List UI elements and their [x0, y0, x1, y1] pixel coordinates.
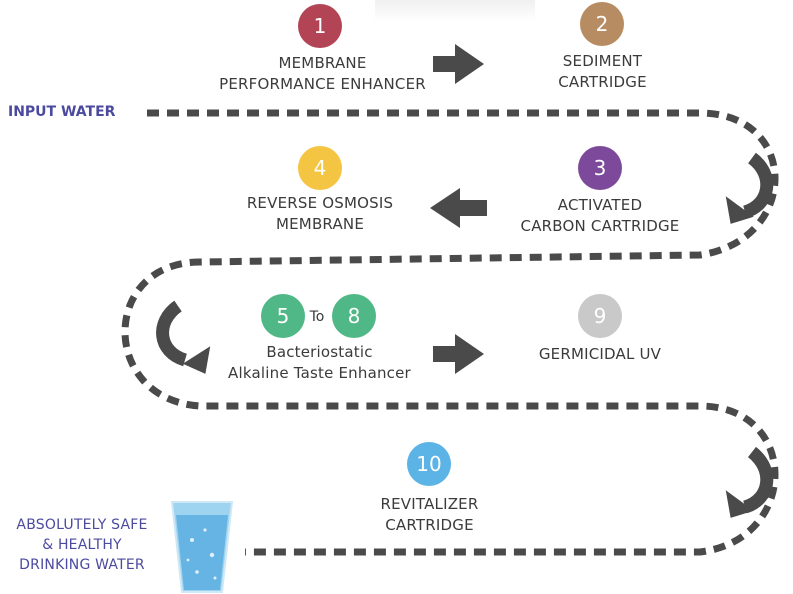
curved-arrow-3: [725, 446, 774, 518]
stage-4-line-1: REVERSE OSMOSIS: [246, 194, 394, 212]
water-path: [121, 109, 779, 556]
badge-9: 9: [578, 294, 622, 338]
connector-to: To: [309, 309, 325, 325]
badge-2-number: 2: [596, 12, 609, 36]
arrow-right-3: [433, 334, 484, 374]
stage-1-line-2: PERFORMANCE ENHANCER: [219, 75, 426, 93]
curved-arrow-2: [156, 300, 211, 374]
stage-4-line-2: MEMBRANE: [275, 215, 365, 233]
stage-9-label: GERMICIDAL UV: [520, 344, 680, 365]
stage-2-line-2: CARTRIDGE: [558, 73, 647, 91]
stage-5-8-line-2: Alkaline Taste Enhancer: [228, 364, 411, 382]
output-line-3: DRINKING WATER: [19, 557, 145, 573]
badge-2: 2: [580, 2, 624, 46]
stage-3-label: ACTIVATED CARBON CARTRIDGE: [505, 195, 695, 237]
badge-5-number: 5: [277, 304, 290, 328]
badge-3-number: 3: [594, 156, 607, 180]
stage-1-label: MEMBRANE PERFORMANCE ENHANCER: [205, 53, 440, 95]
badge-3: 3: [578, 146, 622, 190]
output-water-label: ABSOLUTELY SAFE & HEALTHY DRINKING WATER: [2, 515, 162, 575]
badge-1-number: 1: [314, 14, 327, 38]
badge-10-number: 10: [416, 452, 441, 476]
badge-4-number: 4: [314, 156, 327, 180]
stage-1-line-1: MEMBRANE: [278, 54, 367, 72]
curved-arrow-1: [725, 152, 774, 224]
stage-10-line-2: CARTRIDGE: [385, 516, 474, 534]
badge-9-number: 9: [594, 304, 607, 328]
stage-5-8-label: Bacteriostatic Alkaline Taste Enhancer: [212, 342, 427, 384]
stage-5-8-line-1: Bacteriostatic: [266, 343, 373, 361]
stage-3-line-2: CARBON CARTRIDGE: [520, 217, 680, 235]
arrow-left-2: [430, 188, 487, 228]
badge-10: 10: [407, 442, 451, 486]
output-line-2: & HEALTHY: [42, 537, 122, 553]
input-water-label: INPUT WATER: [8, 104, 116, 120]
badge-8: 8: [332, 294, 376, 338]
stage-2-label: SEDIMENT CARTRIDGE: [520, 51, 685, 93]
stage-2-line-1: SEDIMENT: [562, 52, 643, 70]
arrow-right-1: [433, 44, 484, 84]
badge-5: 5: [261, 294, 305, 338]
stage-9-line-1: GERMICIDAL UV: [538, 345, 662, 363]
stage-10-line-1: REVITALIZER: [380, 495, 479, 513]
badge-1: 1: [298, 4, 342, 48]
water-glass-icon: [170, 501, 234, 593]
stage-4-label: REVERSE OSMOSIS MEMBRANE: [230, 193, 410, 235]
badge-4: 4: [298, 146, 342, 190]
stage-3-line-1: ACTIVATED: [557, 196, 643, 214]
badge-8-number: 8: [348, 304, 361, 328]
output-line-1: ABSOLUTELY SAFE: [16, 517, 148, 533]
top-shadow: [375, 0, 535, 22]
stage-10-label: REVITALIZER CARTRIDGE: [352, 494, 507, 536]
